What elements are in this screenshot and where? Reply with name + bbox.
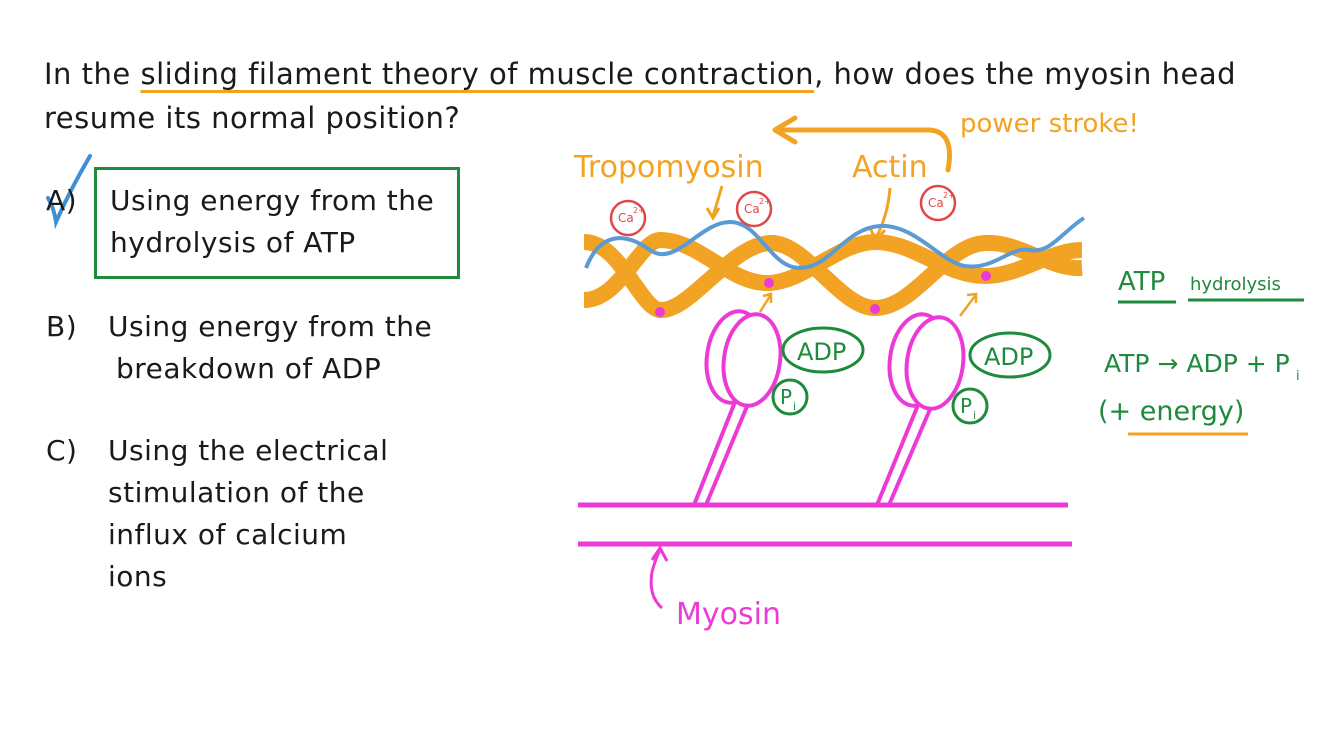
calcium-ion-3: Ca 2+ <box>919 184 957 222</box>
question-text: In the sliding filament theory of muscle… <box>44 52 1294 140</box>
option-b-line-1: Using energy from the <box>108 310 433 343</box>
pi-sub-1: i <box>793 400 796 413</box>
myosin-head-1 <box>692 309 783 506</box>
actin-label: Actin <box>852 150 928 185</box>
sliding-filament-diagram: power stroke! Tropomyosin Actin Ca 2+ Ca… <box>573 109 1304 632</box>
option-c-line-2: stimulation of the <box>108 476 365 509</box>
calcium-ion-1-label: Ca <box>618 211 634 225</box>
option-c-line-3: influx of calcium <box>108 518 348 551</box>
option-c-line-4: ions <box>108 560 168 593</box>
option-a[interactable]: A) Using energy from the hydrolysis of A… <box>46 167 466 290</box>
pi-label-1: P <box>780 385 792 409</box>
option-a-line-1: Using energy from the <box>110 184 435 217</box>
atp-hydrolysis-word: hydrolysis <box>1190 274 1281 295</box>
myosin-filament <box>578 502 1072 547</box>
question-term: sliding filament theory of muscle contra… <box>140 57 815 91</box>
binding-site-1 <box>655 307 665 317</box>
myosin-label: Myosin <box>676 597 781 632</box>
option-c-letter: C) <box>46 434 78 467</box>
binding-site-4 <box>981 271 991 281</box>
calcium-ion-1-charge: 2+ <box>633 206 645 215</box>
power-stroke-label: power stroke! <box>960 109 1139 139</box>
calcium-ion-3-charge: 2+ <box>943 191 955 200</box>
tropomyosin-strand <box>584 216 1086 271</box>
binding-site-2 <box>764 278 774 288</box>
tropomyosin-label: Tropomyosin <box>573 150 764 185</box>
calcium-ion-2-charge: 2+ <box>759 197 771 206</box>
head-pointer-2 <box>959 292 978 317</box>
atp-hydrolysis-atp: ATP <box>1118 267 1165 297</box>
head-pointer-1 <box>758 292 773 313</box>
equation: ATP → ADP + P <box>1104 349 1290 378</box>
option-a-letter: A) <box>46 184 78 217</box>
myosin-pointer <box>649 549 664 610</box>
adp-bubble-2: ADP <box>968 331 1052 379</box>
calcium-ion-3-label: Ca <box>928 196 944 210</box>
pi-bubble-2: P i <box>951 387 989 425</box>
adp-label-2: ADP <box>984 343 1033 371</box>
option-b-letter: B) <box>46 310 78 343</box>
tropomyosin-pointer <box>711 185 724 217</box>
option-b-text: Using energy from the breakdown of ADP <box>108 306 432 390</box>
atp-hydrolysis-underline <box>1118 298 1304 304</box>
pi-label-2: P <box>960 394 972 418</box>
adp-bubble-1: ADP <box>781 326 865 374</box>
calcium-ion-1: Ca 2+ <box>609 199 647 237</box>
calcium-ion-2: Ca 2+ <box>735 190 773 228</box>
correct-answer-box <box>94 167 460 279</box>
option-b-line-2: breakdown of ADP <box>116 352 382 385</box>
equation-sub: i <box>1296 369 1300 384</box>
check-icon <box>46 154 92 230</box>
pi-bubble-1: P i <box>771 378 809 416</box>
question-suffix: , how does the myosin head resume its no… <box>44 57 1237 135</box>
myosin-head-2 <box>875 312 966 506</box>
option-a-line-2: hydrolysis of ATP <box>110 226 356 259</box>
option-b[interactable]: B) Using energy from the breakdown of AD… <box>46 306 466 396</box>
binding-site-3 <box>870 304 880 314</box>
power-stroke-arrow <box>772 115 952 173</box>
calcium-ion-2-label: Ca <box>744 202 760 216</box>
pi-sub-2: i <box>973 409 976 422</box>
energy-note: (+ energy) <box>1098 396 1244 427</box>
option-c-line-1: Using the electrical <box>108 434 389 467</box>
question-prefix: In the <box>44 57 141 91</box>
option-a-text: Using energy from the hydrolysis of ATP <box>110 180 434 264</box>
option-c[interactable]: C) Using the electrical stimulation of t… <box>46 430 466 600</box>
option-c-text: Using the electrical stimulation of the … <box>108 430 388 598</box>
adp-label-1: ADP <box>797 338 846 366</box>
